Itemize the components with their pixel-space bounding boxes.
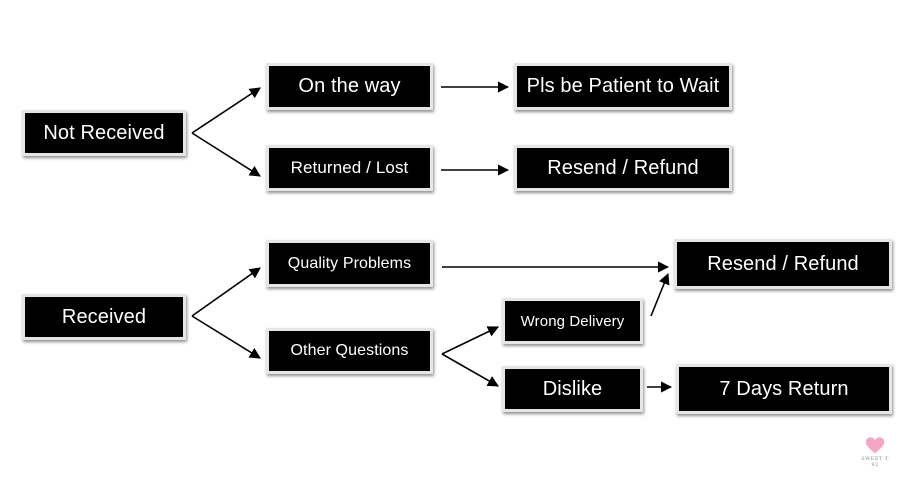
arrow-received-to-other-questions — [191, 315, 261, 359]
arrow-received-to-quality-problems — [191, 267, 261, 317]
node-not-received: Not Received — [22, 110, 186, 156]
node-other-questions: Other Questions — [266, 328, 433, 374]
node-be-patient: Pls be Patient to Wait — [514, 63, 732, 110]
node-on-the-way: On the way — [266, 63, 433, 110]
watermark-line-2: 92 — [871, 462, 879, 468]
node-resend-refund-not-received: Resend / Refund — [514, 145, 732, 191]
node-resend-refund-received: Resend / Refund — [674, 239, 892, 289]
arrow-other-questions-to-wrong-delivery — [441, 326, 500, 355]
node-received: Received — [22, 294, 186, 340]
arrow-not-received-to-returned-lost — [191, 132, 261, 177]
watermark-logo: SWEET T 92 — [858, 434, 892, 478]
arrow-other-questions-to-dislike — [441, 353, 499, 387]
node-wrong-delivery: Wrong Delivery — [502, 298, 643, 344]
node-returned-lost: Returned / Lost — [266, 145, 433, 191]
node-seven-days-return: 7 Days Return — [676, 364, 892, 414]
arrow-wrong-delivery-to-resend-refund — [650, 272, 670, 317]
node-quality-problems: Quality Problems — [266, 240, 433, 287]
node-dislike: Dislike — [502, 366, 643, 412]
heart-icon — [865, 437, 885, 454]
arrow-not-received-to-on-the-way — [191, 87, 261, 134]
watermark-line-1: SWEET T — [861, 456, 889, 462]
